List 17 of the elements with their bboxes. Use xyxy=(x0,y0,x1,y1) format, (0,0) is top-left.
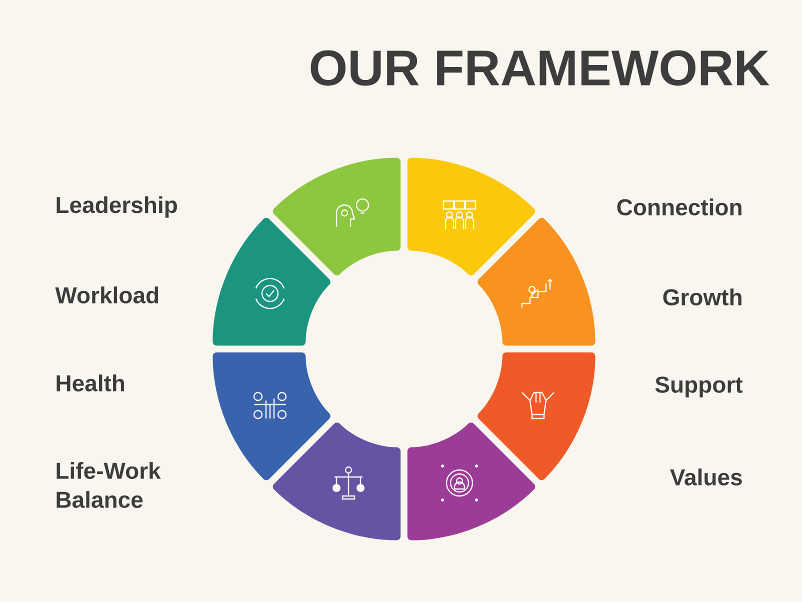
wheel-segment xyxy=(478,352,596,480)
category-label: Workload xyxy=(55,286,158,304)
wheel-segment xyxy=(478,218,596,346)
category-label: Health xyxy=(56,374,124,392)
wheel-segment xyxy=(272,422,401,540)
category-label: Connection xyxy=(617,198,742,216)
category-label: Leadership xyxy=(56,196,177,218)
category-label: Growth xyxy=(663,288,742,306)
wheel-segment xyxy=(212,218,330,346)
wheel-segment xyxy=(407,422,536,540)
wheel-segment xyxy=(272,158,401,276)
category-label: Values xyxy=(670,468,742,486)
wheel-segment xyxy=(212,352,330,480)
category-label: Life-Work Balance xyxy=(56,462,161,508)
wheel-segment xyxy=(407,158,536,276)
title: OUR FRAMEWORK xyxy=(310,50,770,86)
category-label: Support xyxy=(655,376,743,398)
